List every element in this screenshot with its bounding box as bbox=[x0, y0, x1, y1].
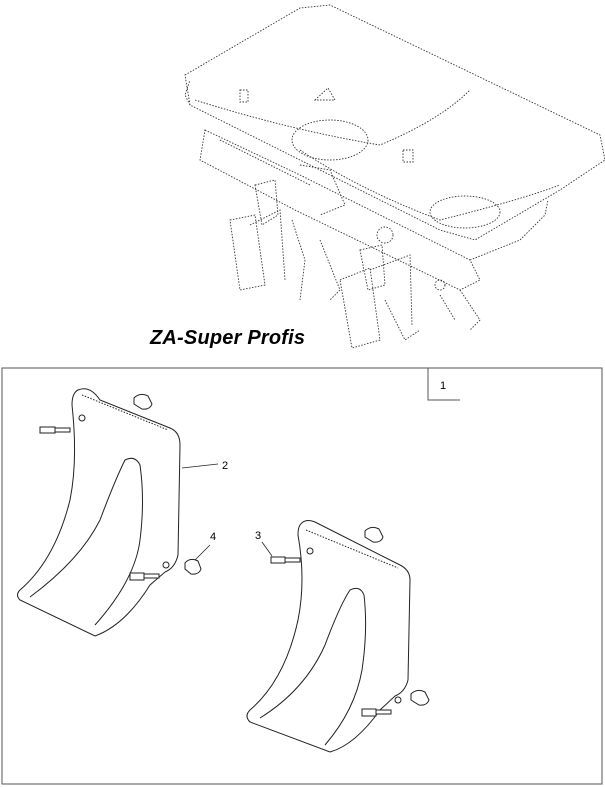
frame-number: 1 bbox=[440, 380, 446, 392]
hardware-left bbox=[39, 393, 202, 581]
callout-leader-3 bbox=[261, 541, 273, 557]
deflector-shield-right bbox=[246, 520, 411, 753]
callout-leader-2 bbox=[181, 463, 219, 469]
callout-4: 4 bbox=[210, 531, 216, 543]
hardware-right bbox=[270, 526, 430, 717]
hopper-outline bbox=[184, 4, 605, 349]
callout-2: 2 bbox=[222, 460, 228, 472]
frame-number-box bbox=[427, 368, 460, 401]
callout-leader-4 bbox=[194, 544, 211, 561]
deflector-shield-left bbox=[17, 388, 181, 637]
diagram-title: ZA-Super Profis bbox=[150, 327, 306, 349]
frame-border bbox=[1, 367, 603, 785]
callout-3: 3 bbox=[255, 530, 261, 542]
